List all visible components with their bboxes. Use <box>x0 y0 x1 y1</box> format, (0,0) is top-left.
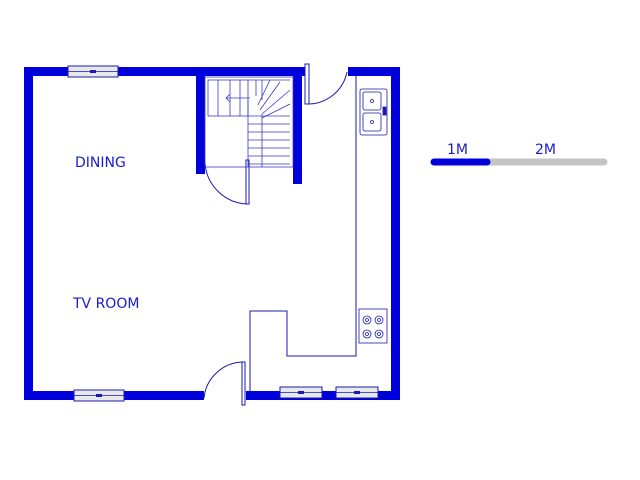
stove-icon <box>358 308 388 344</box>
exterior-walls <box>24 67 400 400</box>
stair-outline <box>204 76 294 168</box>
door-bottom-entry <box>203 361 246 406</box>
window-bottom-left <box>73 389 125 402</box>
kitchen-counter <box>249 76 357 391</box>
stair-wall-right <box>293 70 302 184</box>
door-stair <box>204 159 250 205</box>
window-bottom-mid <box>279 386 323 399</box>
wall-bottom-right <box>246 391 400 400</box>
staircase <box>204 76 294 168</box>
scale-label-2m: 2M <box>535 142 556 158</box>
wall-left <box>24 67 33 400</box>
scale-label-1m: 1M <box>447 142 468 158</box>
doors <box>203 63 348 406</box>
stair-wall-left <box>196 70 205 174</box>
sink-icon <box>359 88 388 136</box>
wall-right <box>391 67 400 400</box>
window-top <box>67 65 119 78</box>
room-label-dining: DINING <box>75 155 126 171</box>
scale-bar: 1M 2M <box>430 142 608 166</box>
windows <box>67 65 379 402</box>
wall-top-right <box>348 67 400 76</box>
door-top-entry <box>304 63 348 105</box>
stair-walls <box>196 70 302 184</box>
wall-top-left <box>24 67 306 76</box>
room-label-tv-room: TV ROOM <box>72 296 139 312</box>
stair-arrow-icon <box>225 93 250 103</box>
window-bottom-right <box>335 386 379 399</box>
